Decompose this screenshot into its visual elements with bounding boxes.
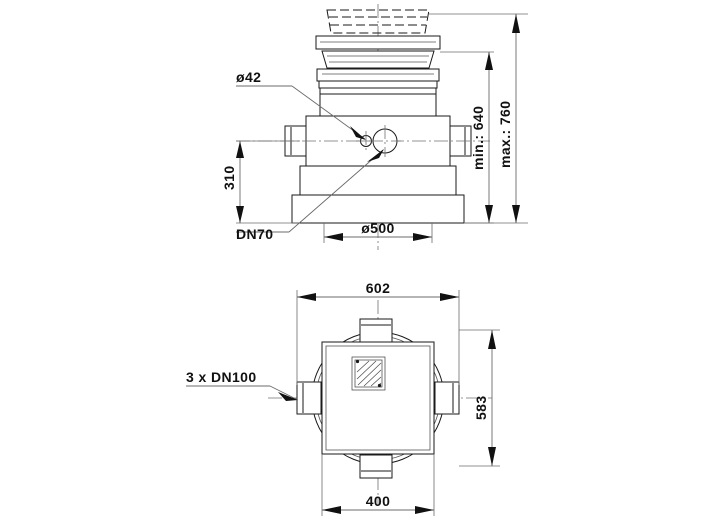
elevation-view: ø42 DN70 310 ø500 — [221, 4, 528, 250]
leader-dn70: DN70 — [236, 149, 384, 242]
right-port-plan-dn100 — [435, 382, 459, 414]
leader-arrow-42 — [350, 126, 366, 140]
leader-arrow-dn70 — [367, 149, 384, 162]
label-dia-500: ø500 — [361, 220, 395, 236]
body-step-1 — [300, 166, 456, 195]
label-310: 310 — [221, 165, 237, 190]
riser-shaft — [320, 94, 436, 116]
dimension-dia-500: ø500 — [323, 220, 433, 243]
label-dn70: DN70 — [236, 226, 273, 242]
upper-neck-ribs — [317, 69, 439, 94]
bottom-port-dn100 — [360, 455, 392, 478]
label-602: 602 — [366, 280, 391, 296]
seal-collar — [322, 51, 434, 68]
square-cover-plate — [322, 342, 434, 454]
leader-3x-dn100: 3 x DN100 — [186, 369, 298, 401]
label-max-760: max.: 760 — [497, 101, 513, 168]
body-step-2 — [292, 195, 464, 223]
left-port-plan-dn100 — [297, 382, 321, 414]
label-583: 583 — [473, 395, 489, 420]
leader-dia-42: ø42 — [236, 69, 366, 140]
label-min-640: min.: 640 — [470, 106, 486, 170]
plan-view: 3 x DN100 602 583 400 — [186, 280, 500, 516]
dimension-583: 583 — [459, 329, 500, 467]
dimension-602: 602 — [296, 280, 460, 385]
dimension-max-760: max.: 760 — [429, 13, 528, 224]
label-400: 400 — [366, 493, 391, 509]
leader-arrow-dn100 — [278, 392, 298, 401]
upper-flange — [316, 36, 440, 49]
dimension-min-640: min.: 640 — [440, 51, 494, 224]
label-3x-dn100: 3 x DN100 — [186, 369, 257, 385]
lower-body-steps — [292, 166, 464, 223]
top-port-dn100 — [360, 319, 392, 342]
dimension-310: 310 — [221, 140, 300, 224]
telescopic-extension-hidden — [326, 9, 430, 34]
label-dia-42: ø42 — [236, 69, 261, 85]
identification-plate — [351, 356, 386, 391]
dimension-400: 400 — [321, 454, 435, 516]
